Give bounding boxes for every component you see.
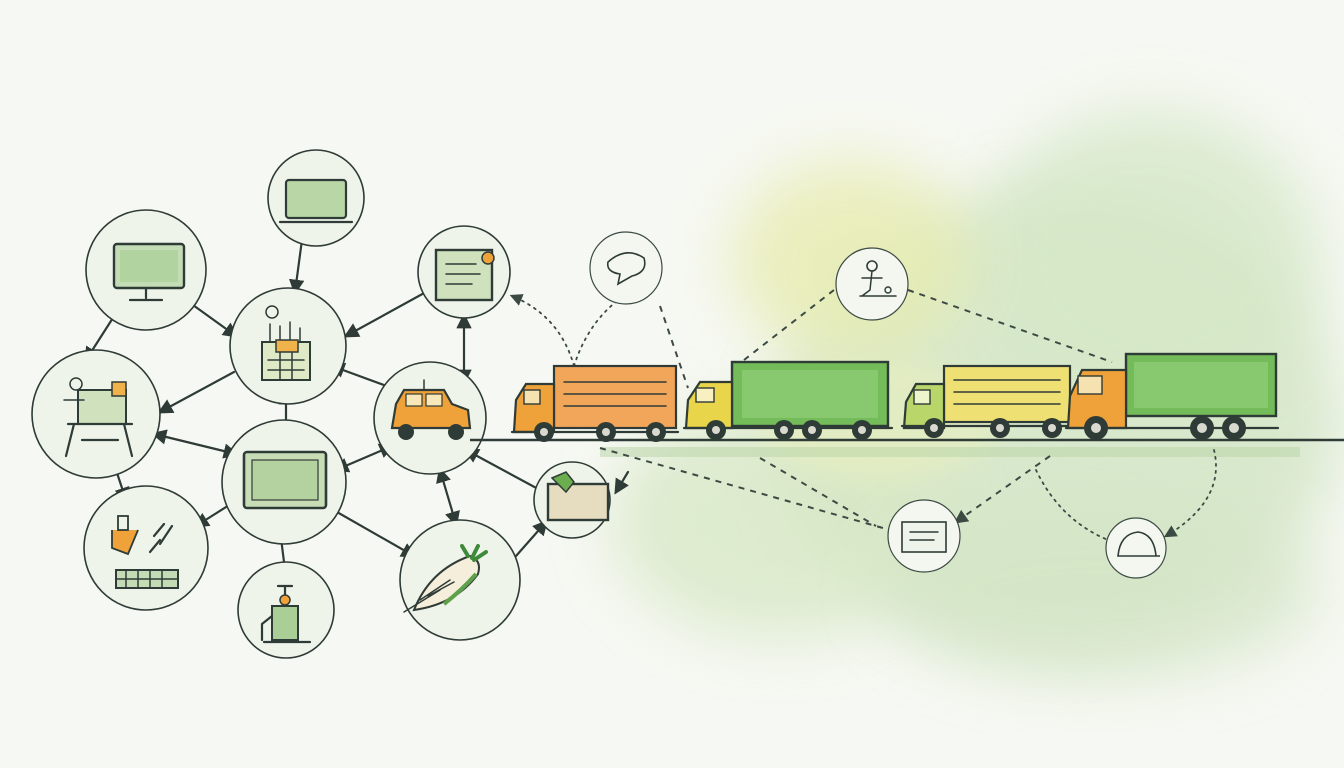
factory-icon (261, 305, 311, 381)
robot-arm-node (237, 561, 335, 659)
arrow-car-produce (436, 467, 460, 527)
card-icon (901, 521, 947, 553)
monitor-icon (112, 242, 186, 302)
car-icon (390, 379, 472, 440)
arrow-workstation-screen (151, 429, 239, 459)
arrow-factory-to-workstation (157, 370, 236, 414)
tools-keyboard-node (83, 485, 209, 611)
factory-node (229, 287, 347, 405)
robot-arm-icon (260, 584, 312, 644)
arrow-road-to-parcel (614, 470, 630, 495)
screen-node (221, 419, 347, 545)
truck-3-cargo (942, 364, 1072, 424)
workstation-icon (63, 377, 134, 458)
arrow-factory-car (329, 363, 394, 390)
dashed-line-worker-to-truck4 (907, 289, 1113, 363)
dotted-arrow-truck1-to-document (509, 294, 575, 367)
chat-node (589, 231, 663, 305)
dotted-arrow-truck4-to-cap (1163, 449, 1217, 538)
workstation-node (31, 349, 161, 479)
laptop-node (267, 149, 365, 247)
cap-icon (1117, 531, 1160, 557)
parcel-screen-node (533, 461, 611, 539)
truck-2 (682, 360, 894, 440)
worker-node (835, 247, 909, 321)
produce-icon (403, 544, 488, 613)
produce-node (399, 519, 521, 641)
dashed-line-road-to-card (599, 447, 891, 531)
document-alert-node (417, 225, 511, 319)
card-node (887, 499, 961, 573)
document-alert-icon (434, 248, 495, 302)
laptop-icon (278, 178, 354, 224)
tools-keyboard-icon (111, 515, 179, 589)
monitor-node (85, 209, 207, 331)
road (470, 438, 1344, 457)
truck-1 (510, 364, 680, 442)
truck-convoy (510, 352, 1280, 442)
parcel-screen-icon (546, 471, 610, 522)
arrow-document-to-factory (343, 290, 428, 338)
arrow-car-parcel (463, 448, 542, 492)
cap-node (1105, 517, 1167, 579)
truck-1-cargo (552, 364, 678, 430)
dashed-line-truck2-to-card (759, 457, 877, 527)
chat-bubble-icon (606, 252, 646, 286)
worker-icon (859, 260, 897, 297)
screen-icon (242, 450, 328, 510)
dashed-line-chat-to-truck2 (659, 305, 689, 389)
arrow-screen-produce (328, 506, 417, 558)
car-node (373, 361, 487, 475)
arrow-screen-car (333, 443, 395, 473)
truck-3 (900, 364, 1076, 438)
arrow-produce-parcel (514, 519, 549, 558)
truck-4 (1064, 352, 1280, 440)
dotted-line-truck3-to-cap (1035, 469, 1109, 541)
